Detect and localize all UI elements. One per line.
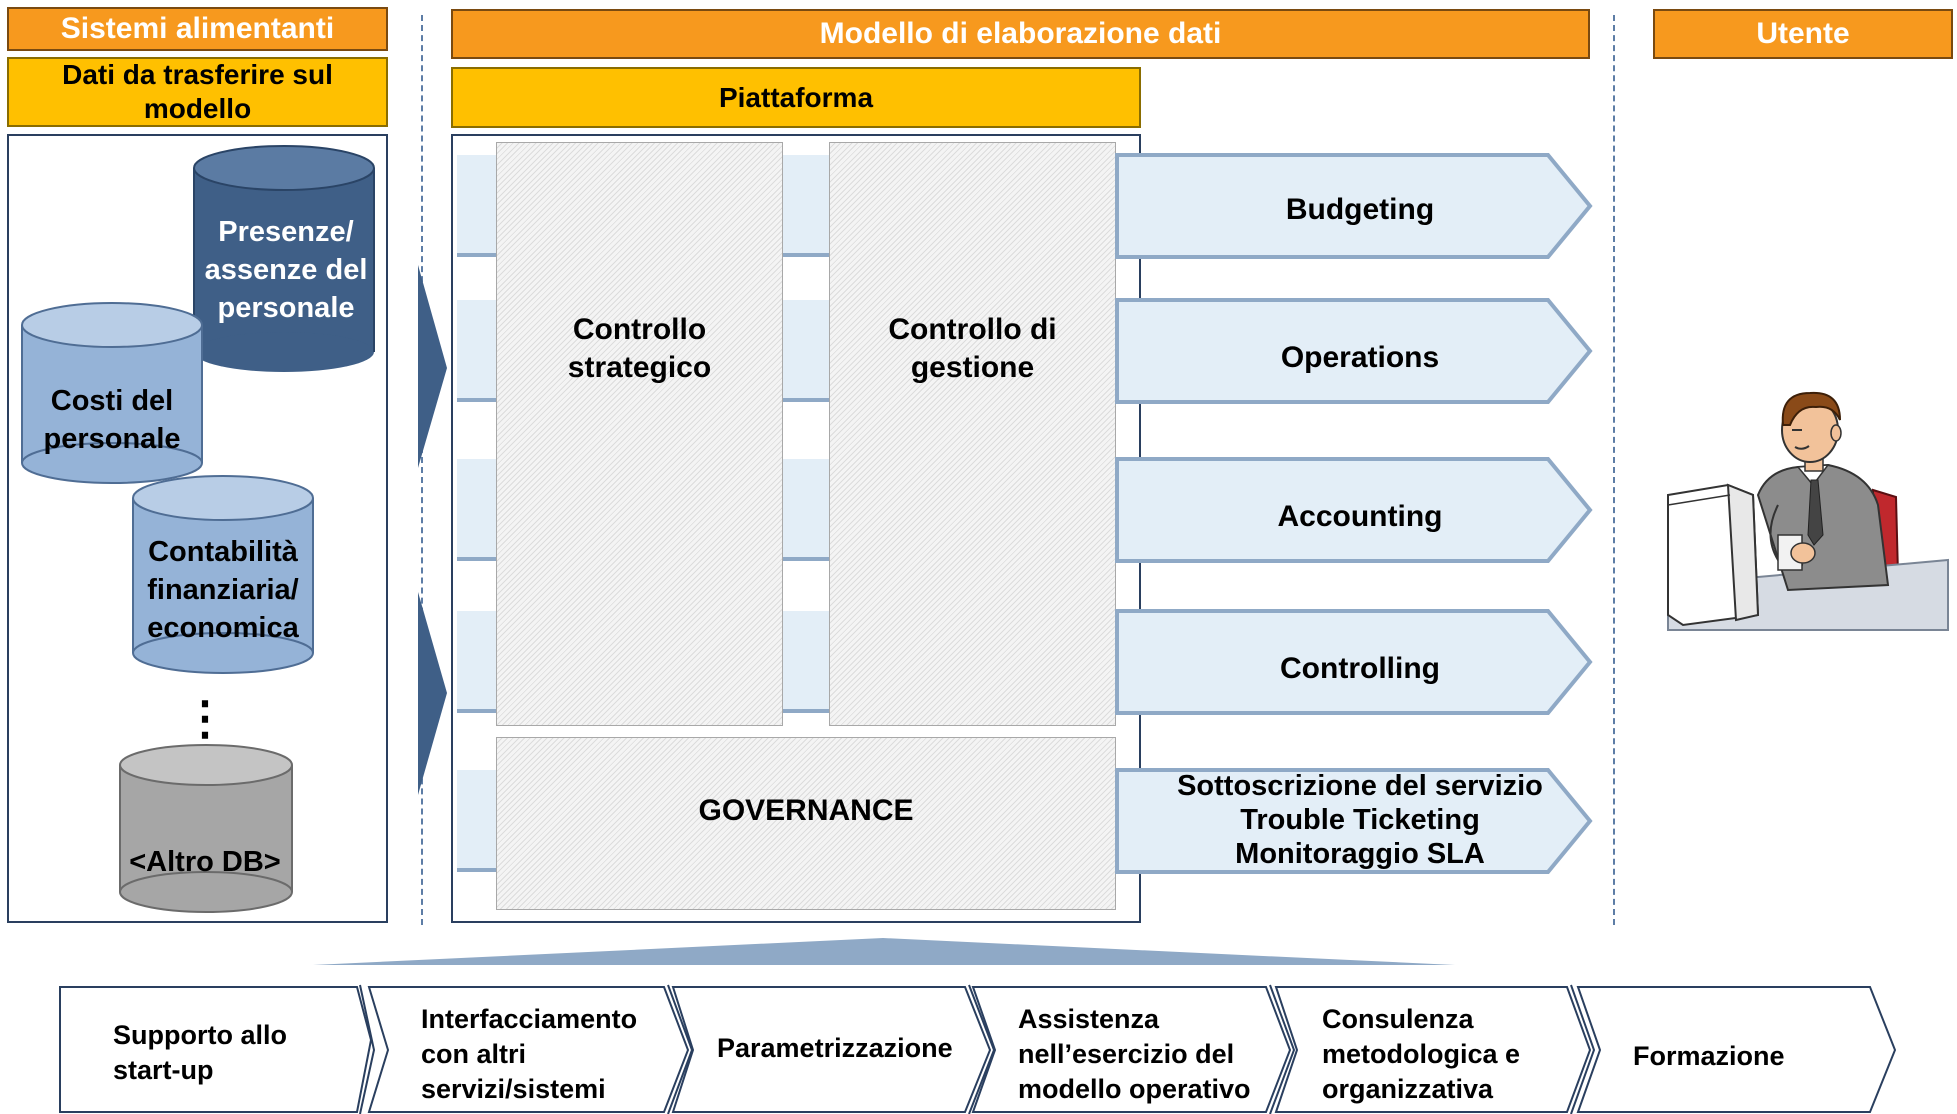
database-presenze-label: Presenze/ assenze del personale — [204, 216, 368, 324]
database-presenze-icon — [193, 145, 375, 372]
database-altro-label: <Altro DB> — [129, 846, 281, 878]
service-formazione: Formazione — [1633, 1040, 1785, 1071]
output-arrow-budgeting-icon — [1115, 153, 1593, 259]
service-chevron-5-icon — [1274, 986, 1592, 1113]
header-utente: Utente — [1653, 9, 1953, 59]
person-at-computer-icon — [1667, 391, 1949, 631]
base-triangle-icon — [313, 938, 1455, 965]
output-controlling: Controlling — [1280, 652, 1440, 685]
box-controllo-gestione: Controllo di gestione — [829, 142, 1116, 726]
box-controllo-strategico: Controllo strategico — [496, 142, 783, 726]
service-chevron-1-icon — [59, 986, 373, 1113]
database-altro-icon — [119, 744, 293, 913]
subheader-dati-da-trasferire: Dati da trasferire sul modello — [7, 57, 388, 127]
service-assistenza: Assistenza nell’esercizio del modello op… — [1018, 1003, 1251, 1104]
input-arrow-lower-icon — [418, 592, 447, 795]
output-budgeting: Budgeting — [1285, 193, 1435, 226]
output-arrow-servizio-icon — [1115, 768, 1593, 874]
service-parametrizzazione: Parametrizzazione — [717, 1032, 953, 1063]
database-costi-icon — [21, 302, 203, 484]
separator-right — [1613, 15, 1615, 925]
service-chevron-6-icon — [1576, 986, 1897, 1113]
service-interfacciamento: Interfacciamento con altri servizi/siste… — [421, 1003, 638, 1104]
header-sistemi-alimentanti: Sistemi alimentanti — [7, 7, 388, 51]
input-arrow-upper-icon — [418, 265, 447, 468]
output-arrow-accounting-icon — [1115, 457, 1593, 563]
database-contabilita-label: Contabilità finanziaria/ economica — [147, 536, 299, 644]
output-arrow-operations-icon — [1115, 298, 1593, 404]
database-costi-label: Costi del personale — [43, 385, 181, 455]
output-servizio-line-2: Trouble Ticketing — [1240, 804, 1480, 836]
service-supporto-start-up: Supporto allo start-up — [113, 1019, 287, 1085]
database-contabilita-icon — [132, 475, 314, 674]
output-servizio-line-1: Sottoscrizione del servizio — [1177, 770, 1543, 802]
output-servizio-line-3: Monitoraggio SLA — [1235, 838, 1485, 870]
subheader-piattaforma: Piattaforma — [451, 67, 1141, 128]
controllo-strategico-label: Controllo strategico — [567, 313, 712, 384]
service-consulenza: Consulenza metodologica e organizzativa — [1322, 1003, 1521, 1104]
box-governance: GOVERNANCE — [496, 737, 1116, 910]
governance-label: GOVERNANCE — [698, 794, 914, 827]
header-modello-elaborazione: Modello di elaborazione dati — [451, 9, 1590, 59]
controllo-gestione-label: Controllo di gestione — [888, 313, 1057, 384]
output-accounting: Accounting — [1277, 500, 1443, 533]
output-operations: Operations — [1280, 341, 1440, 374]
database-ellipsis: ⋮ — [182, 692, 228, 744]
output-arrow-controlling-icon — [1115, 609, 1593, 715]
service-chevron-2-icon — [367, 986, 690, 1113]
separator-left — [421, 15, 423, 925]
